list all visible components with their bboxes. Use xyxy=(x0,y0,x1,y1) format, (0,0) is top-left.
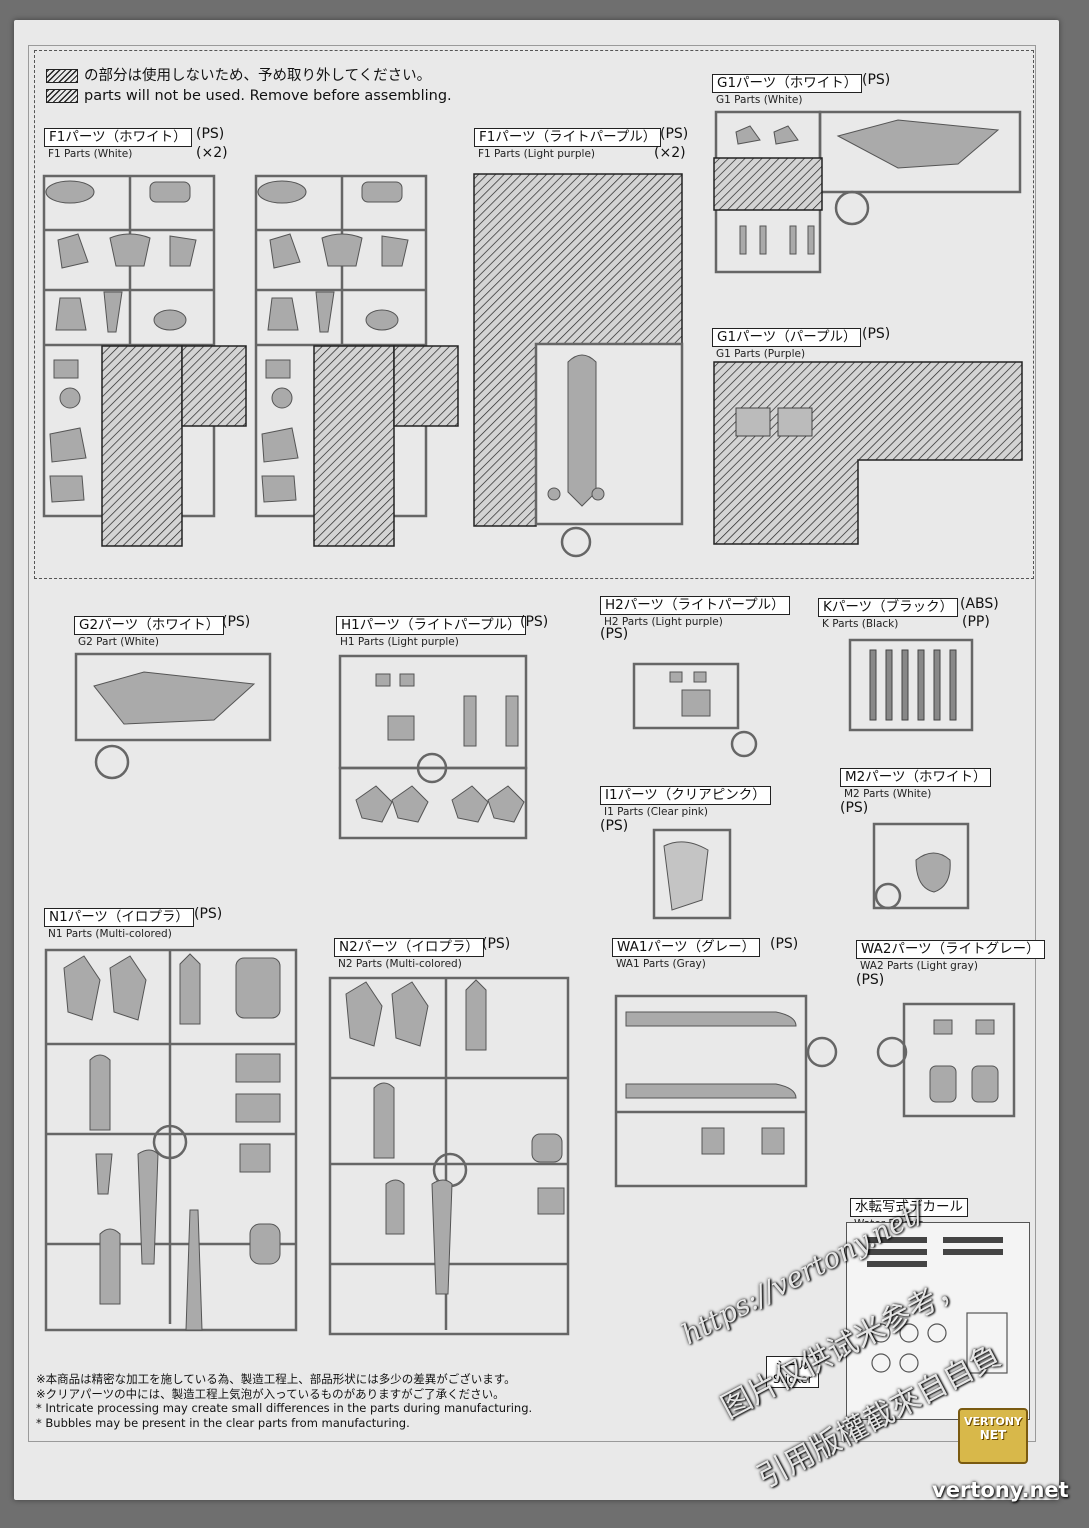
runner-material: (PS) xyxy=(482,936,511,952)
runner-h1 xyxy=(338,654,528,840)
hatch-swatch xyxy=(46,89,78,103)
runner-g2 xyxy=(74,652,272,780)
notice-jp: の部分は使用しないため、予め取り外してください。 xyxy=(84,68,432,84)
runner-f1-white-a xyxy=(42,174,247,547)
runner-quantity: (×2) xyxy=(654,145,686,161)
runner-n1 xyxy=(44,948,298,1332)
footer-notes: ※本商品は精密な加工を施している為、製造工程上、部品形状には多少の差異がございま… xyxy=(36,1372,532,1430)
footer-note-1: ※本商品は精密な加工を施している為、製造工程上、部品形状には多少の差異がございま… xyxy=(36,1372,516,1386)
runner-subtitle: F1 Parts (Light purple) xyxy=(478,148,596,160)
runner-subtitle: K Parts (Black) xyxy=(822,618,899,630)
runner-header-i1: I1パーツ（クリアピンク） I1 Parts (Clear pink) (PS) xyxy=(600,784,771,834)
runner-subtitle: WA1 Parts (Gray) xyxy=(616,958,706,970)
notice-en: parts will not be used. Remove before as… xyxy=(84,88,452,104)
hatch-swatch xyxy=(46,69,78,83)
runner-f1-purple xyxy=(473,173,684,558)
runner-k xyxy=(848,638,974,732)
unused-parts-notice: の部分は使用しないため、予め取り外してください。 parts will not … xyxy=(46,66,452,106)
runner-material: (PS) xyxy=(600,626,629,642)
footer-note-3: * Intricate processing may create small … xyxy=(36,1401,533,1415)
runner-material: (PS) xyxy=(520,614,549,630)
runner-g1-white xyxy=(713,110,1022,274)
runner-title: H1パーツ（ライトパープル） xyxy=(336,616,526,635)
vertony-logo: VERTONY NET xyxy=(958,1408,1028,1464)
runner-title: H2パーツ（ライトパープル） xyxy=(600,596,790,615)
logo-bottom-text: NET xyxy=(979,1428,1007,1442)
runner-header-wa1: WA1パーツ（グレー） WA1 Parts (Gray) (PS) xyxy=(612,936,798,970)
runner-subtitle: N2 Parts (Multi-colored) xyxy=(338,958,462,970)
runner-subtitle: F1 Parts (White) xyxy=(48,148,133,160)
footer-note-2: ※クリアパーツの中には、製造工程上気泡が入っているものがありますがご了承ください… xyxy=(36,1386,505,1401)
runner-header-wa2: WA2パーツ（ライトグレー） WA2 Parts (Light gray) (P… xyxy=(856,938,1045,988)
runner-wa2 xyxy=(876,1002,1016,1118)
runner-header-g1-white: G1パーツ（ホワイト） G1 Parts (White) (PS) xyxy=(712,72,890,106)
runner-m2 xyxy=(872,822,970,910)
runner-quantity: (×2) xyxy=(196,145,228,161)
runner-material: (PS) xyxy=(660,126,689,142)
footer-note-4: * Bubbles may be present in the clear pa… xyxy=(36,1415,410,1430)
watermark-site: vertony.net xyxy=(932,1478,1069,1502)
runner-subtitle: WA2 Parts (Light gray) xyxy=(860,960,978,972)
runner-subtitle: G1 Parts (White) xyxy=(716,94,803,106)
runner-header-g1-purple: G1パーツ（パープル） G1 Parts (Purple) (PS) xyxy=(712,326,890,360)
runner-title: WA2パーツ（ライトグレー） xyxy=(856,940,1045,959)
runner-i1 xyxy=(652,828,732,920)
runner-material: (PS) xyxy=(194,906,223,922)
runner-f1-white-b xyxy=(254,174,459,547)
decal-header: 水転写式デカール Water Decals xyxy=(850,1196,968,1230)
runner-subtitle: I1 Parts (Clear pink) xyxy=(604,806,708,818)
sticker-en: Sticker xyxy=(773,1372,813,1386)
runner-subtitle: N1 Parts (Multi-colored) xyxy=(48,928,172,940)
runner-header-g2: G2パーツ（ホワイト） G2 Part (White) (PS) xyxy=(74,614,250,648)
runner-title: WA1パーツ（グレー） xyxy=(612,938,761,957)
runner-wa1 xyxy=(614,994,838,1188)
unused-parts-zone xyxy=(34,50,1034,579)
runner-header-m2: M2パーツ（ホワイト） M2 Parts (White) (PS) xyxy=(840,766,992,816)
runner-material: (PS) xyxy=(862,326,891,342)
decal-title: 水転写式デカール xyxy=(850,1198,968,1217)
decal-marks xyxy=(867,1237,1008,1374)
runner-title: I1パーツ（クリアピンク） xyxy=(600,786,771,805)
runner-title: N1パーツ（イロプラ） xyxy=(44,908,194,927)
runner-header-k: Kパーツ（ブラック） K Parts (Black) (ABS) (PP) xyxy=(818,596,999,630)
runner-header-h1: H1パーツ（ライトパープル） H1 Parts (Light purple) (… xyxy=(336,614,548,648)
runner-material: (PS) xyxy=(840,800,869,816)
page-frame xyxy=(28,45,1036,1442)
runner-n2 xyxy=(328,976,570,1336)
runner-material: (ABS) xyxy=(960,596,999,612)
runner-title: Kパーツ（ブラック） xyxy=(818,598,959,617)
runner-g1-purple xyxy=(713,361,1023,545)
sticker-jp: シール xyxy=(775,1358,810,1372)
water-decal-sheet xyxy=(846,1222,1030,1420)
runner-header-f1-white: F1パーツ（ホワイト） F1 Parts (White) (PS) (×2) xyxy=(44,126,228,161)
runner-header-h2: H2パーツ（ライトパープル） H2 Parts (Light purple) (… xyxy=(600,594,790,642)
logo-top-text: VERTONY xyxy=(963,1415,1023,1428)
runner-title: F1パーツ（ライトパープル） xyxy=(474,128,662,147)
runner-h2 xyxy=(632,662,758,758)
runner-material: (PS) xyxy=(196,126,225,142)
runner-title: G1パーツ（ホワイト） xyxy=(712,74,863,93)
runner-subtitle: G1 Parts (Purple) xyxy=(716,348,806,360)
sticker-label: シール Sticker xyxy=(766,1356,820,1388)
runner-subtitle: H1 Parts (Light purple) xyxy=(340,636,459,648)
runner-subtitle: M2 Parts (White) xyxy=(844,788,932,800)
runner-title: N2パーツ（イロプラ） xyxy=(334,938,484,957)
runner-subtitle: G2 Part (White) xyxy=(78,636,159,648)
runner-title: M2パーツ（ホワイト） xyxy=(840,768,992,787)
runner-material-2: (PP) xyxy=(962,614,990,630)
runner-header-f1-purple: F1パーツ（ライトパープル） F1 Parts (Light purple) (… xyxy=(474,126,688,161)
runner-material: (PS) xyxy=(600,818,629,834)
runner-material: (PS) xyxy=(222,614,251,630)
runner-title: F1パーツ（ホワイト） xyxy=(44,128,192,147)
runner-header-n1: N1パーツ（イロプラ） N1 Parts (Multi-colored) (PS… xyxy=(44,906,222,940)
runner-material: (PS) xyxy=(862,72,891,88)
runner-material: (PS) xyxy=(856,972,885,988)
runner-material: (PS) xyxy=(770,936,799,952)
runner-subtitle: H2 Parts (Light purple) xyxy=(604,616,723,628)
runner-title: G1パーツ（パープル） xyxy=(712,328,862,347)
runner-title: G2パーツ（ホワイト） xyxy=(74,616,225,635)
runner-header-n2: N2パーツ（イロプラ） N2 Parts (Multi-colored) (PS… xyxy=(334,936,510,970)
